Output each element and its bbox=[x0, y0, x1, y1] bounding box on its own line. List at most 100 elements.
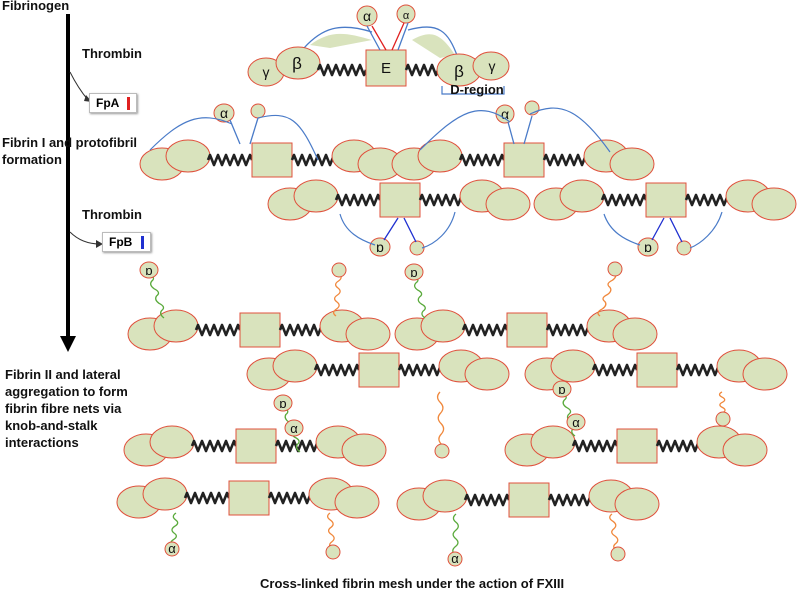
protofibril-b-e-domain bbox=[503, 142, 545, 178]
protofibril-a-fpb-2 bbox=[249, 117, 259, 145]
protofibril-d-e-domain bbox=[645, 182, 687, 218]
network-d-knob-node bbox=[552, 380, 572, 398]
thrombin-branch-arrow-1 bbox=[69, 71, 89, 101]
protofibril-d-d-left-inner bbox=[559, 179, 605, 213]
network-b-knob-node bbox=[404, 263, 424, 281]
fibrin2-line2: aggregation to form bbox=[5, 384, 128, 399]
thrombin-label-1: Thrombin bbox=[82, 46, 142, 61]
fibrinogen-fpa-right bbox=[391, 22, 405, 51]
fibrinogen-coil-left bbox=[316, 63, 368, 77]
network-c-coil-left bbox=[313, 363, 361, 377]
network-c-alpha-node bbox=[284, 419, 304, 437]
protofibril-c-d-left-inner bbox=[293, 179, 339, 213]
protofibril-d-fpb-1 bbox=[651, 217, 665, 241]
fpa-label: FpA bbox=[96, 96, 119, 110]
network-e-e-domain bbox=[235, 428, 277, 464]
fpa-box: FpA bbox=[89, 93, 138, 114]
fpb-box: FpB bbox=[102, 232, 151, 253]
network-g-e-domain bbox=[228, 480, 270, 516]
network-c-knob-label: ɒ bbox=[279, 396, 286, 411]
fibrinogen-beta-label-left: β bbox=[292, 54, 302, 73]
network-d-alpha-label: α bbox=[572, 415, 580, 430]
network-d-stalk-r-node bbox=[715, 411, 731, 427]
network-b-coil-left bbox=[461, 323, 509, 337]
network-a-stalk-r-stalk bbox=[332, 273, 342, 317]
network-d-e-domain bbox=[636, 352, 678, 388]
protofibril-b-d-right-outer bbox=[609, 147, 655, 181]
network-d-knob-label: ɒ bbox=[558, 382, 565, 397]
protofibril-d-chain-right bbox=[689, 211, 723, 249]
fibrinogen-alpha-shade-left bbox=[310, 33, 372, 48]
network-b-coil-right bbox=[545, 323, 593, 337]
fibrinogen-gamma-label-right: γ bbox=[489, 58, 496, 74]
protofibril-c-fpb-1 bbox=[383, 217, 399, 241]
process-arrow-head bbox=[60, 336, 76, 352]
fibrinogen-fpb-right bbox=[397, 22, 409, 51]
fibrinogen-beta-label-right: β bbox=[454, 62, 464, 81]
protofibril-a-alpha-label: α bbox=[220, 105, 228, 121]
protofibril-b-alpha-label: α bbox=[501, 106, 509, 122]
protofibril-c-knob-node bbox=[369, 237, 391, 257]
protofibril-d-knob-node bbox=[637, 237, 659, 257]
fibrinogen-gamma-right bbox=[472, 51, 510, 81]
protofibril-a-coil-right bbox=[290, 153, 338, 167]
network-c-e-domain bbox=[358, 352, 400, 388]
protofibril-d-coil-left bbox=[600, 193, 648, 207]
network-d-d-left-inner bbox=[550, 349, 596, 383]
protofibril-b-coil-left bbox=[458, 153, 506, 167]
protofibril-c-knob-label: ɒ bbox=[376, 239, 384, 255]
protofibril-d-node-2 bbox=[676, 240, 692, 256]
thrombin-label-2: Thrombin bbox=[82, 207, 142, 222]
network-h-stalk-r-node bbox=[610, 546, 626, 562]
network-e-d-right-outer bbox=[341, 433, 387, 467]
protofibril-a-e-domain bbox=[251, 142, 293, 178]
network-c-stalk-r-node bbox=[434, 443, 450, 459]
network-b-d-left-inner bbox=[420, 309, 466, 343]
protofibril-c-chain-right bbox=[421, 211, 456, 249]
network-f-coil-left bbox=[571, 439, 619, 453]
network-g-alpha-node bbox=[164, 541, 180, 557]
network-b-stalk-r-node bbox=[607, 261, 623, 277]
network-d-coil-right bbox=[675, 363, 723, 377]
fibrin2-line5: interactions bbox=[5, 435, 79, 450]
fibrinogen-alpha-shade-right bbox=[412, 34, 455, 58]
network-a-knob-node bbox=[139, 261, 159, 279]
protofibril-d-d-right-outer bbox=[751, 187, 797, 221]
protofibril-a-d-left-inner bbox=[165, 139, 211, 173]
fibrinogen-alpha-node-right bbox=[396, 4, 416, 24]
network-f-d-right-outer bbox=[722, 433, 768, 467]
protofibril-a-alpha-chain-right bbox=[257, 114, 319, 161]
d-region-bracket bbox=[441, 86, 505, 95]
protofibril-c-e-domain bbox=[379, 182, 421, 218]
fpb-label: FpB bbox=[109, 235, 133, 249]
protofibril-d-knob-label: ɒ bbox=[644, 239, 652, 255]
protofibril-b-fpb-1 bbox=[507, 121, 515, 145]
network-a-d-right-outer bbox=[345, 317, 391, 351]
network-h-e-domain bbox=[508, 482, 550, 518]
fpb-mark bbox=[140, 236, 144, 250]
protofibril-b-coil-right bbox=[542, 153, 590, 167]
protofibril-c-d-right-outer bbox=[485, 187, 531, 221]
protofibril-d-coil-right bbox=[684, 193, 732, 207]
network-e-coil-left bbox=[190, 439, 238, 453]
network-a-coil-left bbox=[194, 323, 242, 337]
protofibril-c-chain-left bbox=[339, 213, 376, 246]
network-d-alpha-node bbox=[566, 413, 586, 431]
caption: Cross-linked fibrin mesh under the actio… bbox=[260, 576, 565, 591]
protofibril-c-coil-right bbox=[418, 193, 466, 207]
network-h-d-left-inner bbox=[422, 479, 468, 513]
network-f-d-left-inner bbox=[530, 425, 576, 459]
network-f-coil-right bbox=[655, 439, 703, 453]
network-c-coil-right bbox=[397, 363, 445, 377]
network-g-d-left-inner bbox=[142, 477, 188, 511]
fibrinogen-fpb-left bbox=[366, 25, 381, 51]
fibrinogen-beta-left bbox=[275, 46, 321, 80]
network-g-coil-left bbox=[183, 491, 231, 505]
fibrinogen-alpha-label-left: α bbox=[363, 8, 371, 24]
network-a-e-domain bbox=[239, 312, 281, 348]
fibrinogen-alpha-chain-left bbox=[303, 26, 373, 49]
network-c-knob-node bbox=[273, 394, 293, 412]
fibrinogen-fpa-left bbox=[371, 25, 387, 51]
